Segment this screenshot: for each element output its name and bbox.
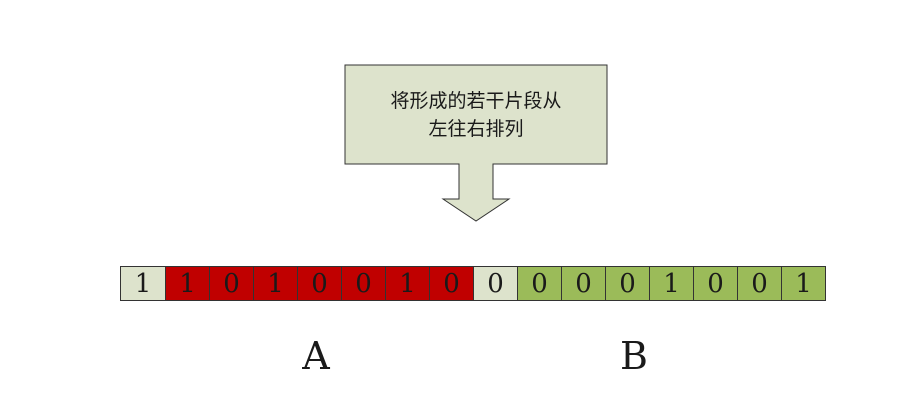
- bit-cell: 0: [429, 267, 473, 300]
- bit-cell: 1: [253, 267, 297, 300]
- callout-line-1: 将形成的若干片段从: [390, 89, 562, 112]
- segment-label-a: A: [302, 334, 330, 378]
- bit-cell: 1: [121, 267, 165, 300]
- bit-cell: 0: [737, 267, 781, 300]
- bit-cell: 0: [693, 267, 737, 300]
- callout-text: 将形成的若干片段从 左往右排列: [345, 65, 607, 164]
- bit-cell: 0: [605, 267, 649, 300]
- callout-line-2: 左往右排列: [428, 117, 524, 140]
- bit-cell: 0: [341, 267, 385, 300]
- bit-cell: 1: [649, 267, 693, 300]
- bit-cell: 0: [561, 267, 605, 300]
- bit-cell: 0: [517, 267, 561, 300]
- segment-label-b: B: [620, 334, 648, 378]
- callout-box: [344, 64, 608, 222]
- bit-cell: 1: [165, 267, 209, 300]
- bit-cell: 0: [209, 267, 253, 300]
- bit-cell: 0: [473, 267, 517, 300]
- bit-cell: 1: [385, 267, 429, 300]
- bit-cell: 1: [781, 267, 825, 300]
- bit-cell: 0: [297, 267, 341, 300]
